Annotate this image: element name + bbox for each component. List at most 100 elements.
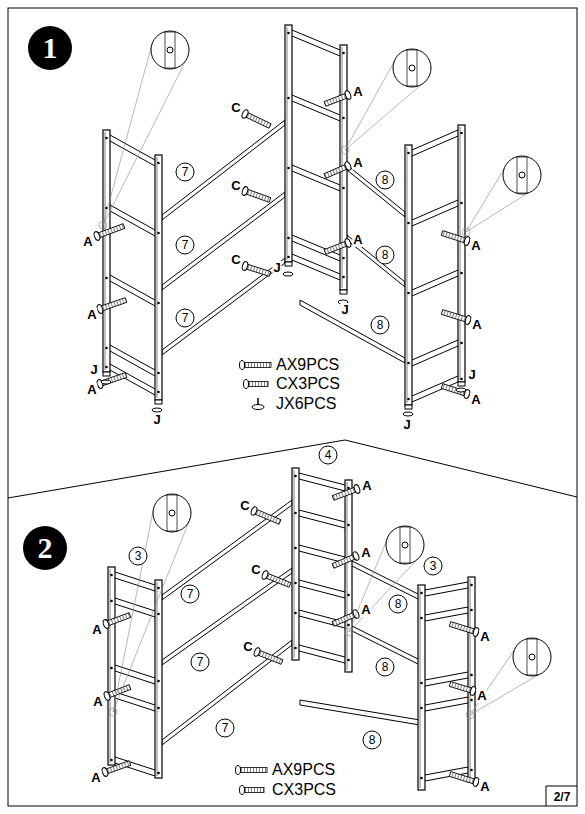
frame-post: [468, 577, 475, 782]
magnified-hole: [169, 510, 175, 516]
magnifier-circle: [393, 49, 431, 87]
post-hole: [157, 302, 160, 305]
post-hole: [347, 659, 350, 662]
frame-rung: [299, 586, 345, 598]
callout-number: 8: [376, 246, 395, 265]
part-letter: A: [86, 308, 97, 322]
frame-rung: [115, 572, 155, 585]
post-hole: [407, 292, 410, 295]
detail-target: [99, 221, 107, 229]
post-hole: [470, 769, 473, 772]
screw: [441, 308, 472, 325]
magnified-post: [400, 527, 410, 563]
rail-holes: [303, 303, 402, 361]
part-letter: A: [479, 780, 490, 794]
frame-rung: [412, 276, 458, 296]
parts-count: CX3PCS: [272, 781, 336, 799]
part-letter: A: [479, 630, 490, 644]
frame-rung: [425, 703, 468, 711]
post-edge: [294, 470, 295, 658]
frame-rung: [299, 510, 345, 522]
callout-number: 4: [319, 446, 338, 465]
rail: [162, 568, 292, 665]
post-hole: [342, 276, 345, 279]
detail-target: [462, 228, 470, 236]
screw: [93, 222, 125, 241]
screw: [253, 647, 284, 666]
parts-count: AX9PCS: [272, 761, 335, 779]
post-hole: [347, 624, 350, 627]
screw: [323, 238, 352, 256]
frame-rung: [115, 604, 155, 617]
screw: [236, 766, 268, 775]
post-edge: [110, 569, 111, 763]
frame-post: [458, 125, 465, 382]
detail-target: [341, 146, 349, 154]
magnifier-circle: [151, 31, 189, 69]
part-letter: A: [352, 85, 363, 99]
post-hole: [470, 584, 473, 587]
leveling-foot: [403, 412, 413, 416]
post-edge: [460, 127, 461, 380]
post-edge: [347, 482, 348, 670]
post-hole: [287, 167, 290, 170]
post-hole: [460, 132, 463, 135]
frame-rung: [299, 479, 345, 491]
part-letter: J: [467, 368, 476, 382]
post-hole: [407, 152, 410, 155]
magnifier-circle: [503, 156, 541, 194]
post-hole: [157, 613, 160, 616]
part-letter: J: [272, 261, 281, 275]
rail: [162, 120, 285, 220]
rail-holes: [165, 643, 289, 743]
screw: [101, 759, 131, 777]
leader-line: [470, 671, 545, 715]
parts-count: AX9PCS: [276, 356, 339, 374]
screw: [441, 382, 471, 399]
screw: [449, 770, 480, 787]
magnified-hole: [409, 65, 415, 71]
post-hole: [157, 232, 160, 235]
post-hole: [110, 574, 113, 577]
post-hole: [294, 547, 297, 550]
foot-icon: [252, 398, 264, 410]
frame-post: [103, 130, 110, 372]
post-hole: [420, 707, 423, 710]
post-edge: [407, 147, 408, 403]
magnified-hole: [529, 654, 535, 660]
frame-rung: [110, 141, 155, 166]
callout-number: 8: [376, 658, 395, 677]
frame-post: [405, 145, 412, 405]
step-number-badge: 2: [23, 526, 67, 570]
post-hole: [420, 617, 423, 620]
part-letter: A: [476, 689, 487, 703]
leader-line: [349, 555, 421, 632]
post-hole: [407, 398, 410, 401]
magnified-post: [167, 495, 177, 531]
post-hole: [342, 117, 345, 120]
parts-count: JX6PCS: [276, 395, 336, 413]
screw: [449, 680, 477, 696]
rail-holes: [165, 123, 282, 218]
part-letter: A: [82, 235, 93, 249]
post-hole: [470, 674, 473, 677]
post-hole: [420, 682, 423, 685]
page-border: [8, 8, 577, 806]
screw: [331, 551, 360, 570]
post-hole: [294, 475, 297, 478]
post-hole: [407, 362, 410, 365]
post-hole: [342, 187, 345, 190]
frame-rung: [115, 598, 155, 611]
detail-target: [345, 628, 353, 636]
foot-pad: [155, 400, 162, 404]
screw: [323, 90, 352, 108]
post-hole: [105, 366, 108, 369]
callout-number: 7: [216, 719, 235, 738]
step-number: 2: [38, 533, 53, 563]
frame-rung: [110, 370, 155, 395]
rail-holes: [165, 261, 282, 353]
part-letter: A: [352, 233, 363, 247]
foot-pad: [458, 382, 465, 386]
frame-rung: [412, 136, 458, 156]
part-letter: A: [360, 603, 371, 617]
